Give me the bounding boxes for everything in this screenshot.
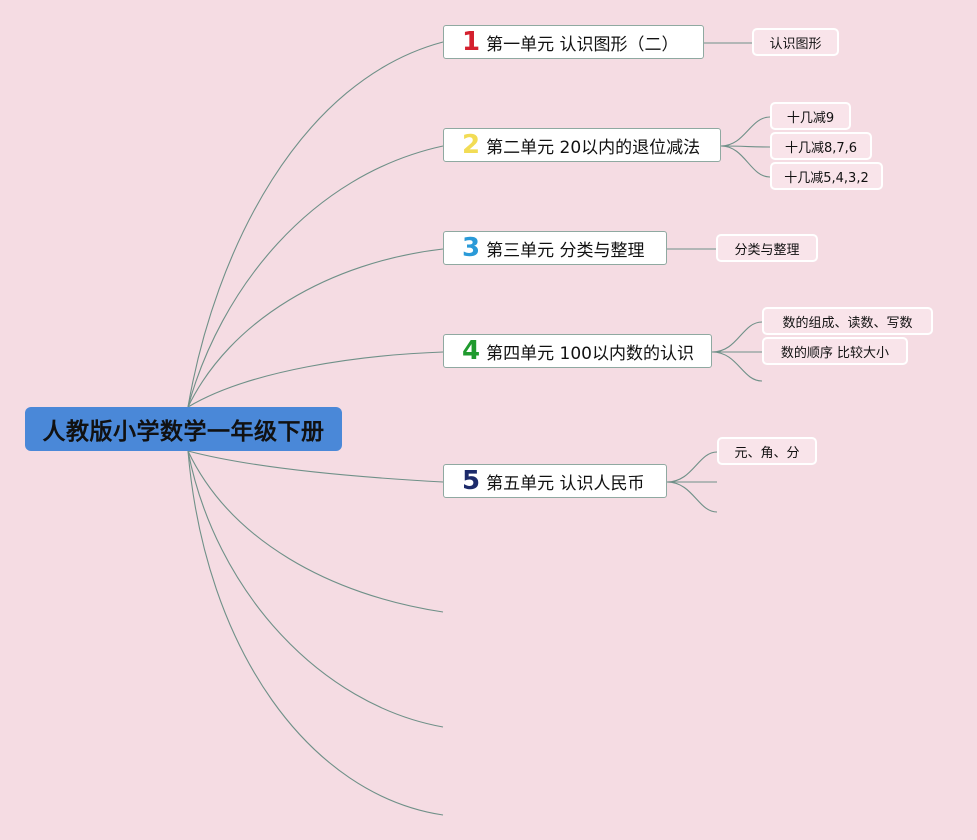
unit-1-subtopic-1[interactable]: 认识图形 (752, 28, 839, 56)
unit-1-subtopic-1-label: 认识图形 (769, 36, 822, 52)
unit-2-subtopic-3[interactable]: 十几减5,4,3,2 (770, 162, 883, 190)
unit-2-subtopic-2[interactable]: 十几减8,7,6 (770, 132, 872, 160)
connector-root-unit-3 (187, 248, 444, 408)
unit-1-label: 第一单元 认识图形（二） (486, 34, 679, 55)
unit-4-label: 第四单元 100以内数的认识 (486, 343, 694, 364)
connector-root-unit-2 (187, 145, 444, 408)
unit-5-topic[interactable]: 5 第五单元 认识人民币 (443, 464, 667, 498)
connector-root-empty-2 (187, 450, 444, 728)
unit-2-subtopic-2-label: 十几减8,7,6 (784, 140, 858, 156)
connector-unit-2-leaf-1 (720, 116, 771, 147)
unit-3-label: 第三单元 分类与整理 (486, 240, 645, 261)
unit-5-subtopic-1[interactable]: 元、角、分 (717, 437, 817, 465)
unit-4-subtopic-2[interactable]: 数的顺序 比较大小 (762, 337, 908, 365)
connector-unit-5-leaf-1 (666, 451, 718, 483)
connector-unit-5-empty-2 (666, 481, 718, 513)
connector-unit-2-leaf-3 (720, 145, 771, 178)
unit-1-topic[interactable]: 1 第一单元 认识图形（二） (443, 25, 704, 59)
connector-root-empty-3 (187, 450, 444, 816)
unit-2-topic[interactable]: 2 第二单元 20以内的退位减法 (443, 128, 721, 162)
connector-unit-4-empty-1 (711, 351, 763, 382)
connector-root-unit-5 (187, 450, 444, 483)
unit-2-subtopic-3-label: 十几减5,4,3,2 (784, 170, 869, 186)
unit-5-subtopic-1-label: 元、角、分 (734, 445, 800, 461)
unit-2-label: 第二单元 20以内的退位减法 (486, 137, 701, 158)
unit-4-subtopic-1[interactable]: 数的组成、读数、写数 (762, 307, 933, 335)
connector-root-unit-1 (187, 41, 444, 408)
connector-unit-4-leaf-1 (711, 321, 763, 353)
root-topic[interactable]: 人教版小学数学一年级下册 (25, 407, 342, 451)
unit-2-subtopic-1[interactable]: 十几减9 (770, 102, 851, 130)
root-topic-label: 人教版小学数学一年级下册 (42, 419, 325, 445)
unit-5-number: 5 (462, 466, 481, 496)
unit-3-subtopic-1[interactable]: 分类与整理 (716, 234, 818, 262)
unit-5-label: 第五单元 认识人民币 (486, 473, 645, 494)
unit-4-number: 4 (462, 336, 481, 366)
unit-3-subtopic-1-label: 分类与整理 (734, 242, 800, 258)
unit-2-subtopic-1-label: 十几减9 (786, 110, 835, 126)
connector-root-unit-4 (187, 351, 444, 408)
unit-3-number: 3 (462, 233, 481, 263)
connector-root-empty-1 (187, 450, 444, 613)
unit-4-subtopic-1-label: 数的组成、读数、写数 (782, 315, 913, 331)
unit-4-topic[interactable]: 4 第四单元 100以内数的认识 (443, 334, 712, 368)
unit-4-subtopic-2-label: 数的顺序 比较大小 (780, 345, 890, 361)
unit-3-topic[interactable]: 3 第三单元 分类与整理 (443, 231, 667, 265)
unit-1-number: 1 (462, 27, 481, 57)
unit-2-number: 2 (462, 130, 481, 160)
